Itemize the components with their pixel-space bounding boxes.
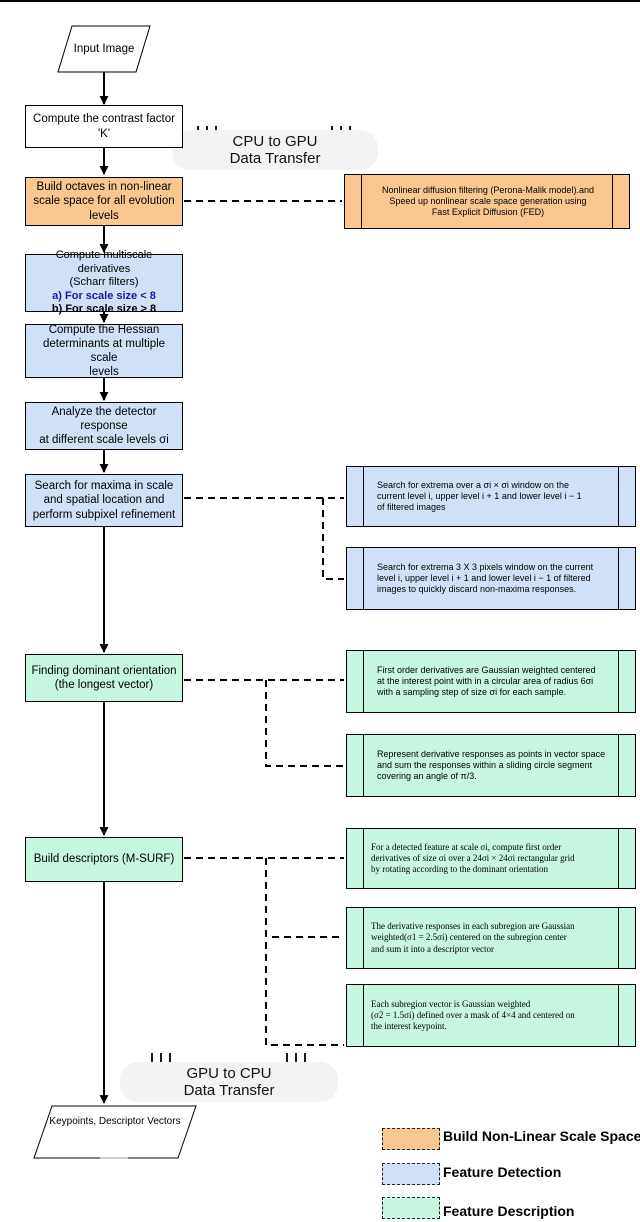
legend-swatch-scale-space [382,1128,440,1150]
cpu-gpu-transfer-label: CPU to GPU Data Transfer [229,132,321,167]
orientation-derivatives-note: First order derivatives are Gaussian wei… [346,650,636,713]
contrast-factor-box: Compute the contrast factor 'K' [25,105,183,148]
maxima-search-box: Search for maxima in scale and spatial l… [25,474,183,527]
legend-label-description: Feature Description [443,1203,575,1219]
descriptor-grid-note: For a detected feature at scale σi, comp… [346,828,636,889]
input-image-label: Input Image [73,43,135,55]
detector-response-box: Analyze the detector response at differe… [25,402,183,450]
fed-note: Nonlinear diffusion filtering (Perona-Ma… [344,174,630,229]
input-parallelogram [57,25,151,73]
output-parallelogram [33,1105,197,1159]
dash-orient-notes2 [265,680,344,767]
octaves-box: Build octaves in non-linear scale space … [25,177,183,226]
dash-desc-notes2 [265,858,344,1046]
legend-label-detection: Feature Detection [443,1164,562,1180]
output-label: Keypoints, Descriptor Vectors [49,1116,181,1127]
derivatives-option-a: a) For scale size < 8 [52,289,156,302]
top-rule [0,0,640,2]
legend-swatch-description [382,1197,440,1219]
legend-swatch-detection [382,1163,440,1185]
gpu-cpu-transfer-cloud: GPU to CPU Data Transfer [120,1062,338,1102]
gpu-cpu-transfer-label: GPU to CPU Data Transfer [183,1064,275,1099]
legend-label-scale-space: Build Non-Linear Scale Space [443,1128,640,1144]
orientation-vector-note: Represent derivative responses as points… [346,734,636,797]
extrema-3x3-note: Search for extrema 3 X 3 pixels window o… [346,547,636,610]
descriptors-box: Build descriptors (M-SURF) [25,837,183,882]
descriptor-weight-note: Each subregion vector is Gaussian weight… [346,984,636,1047]
hessian-box: Compute the Hessian determinants at mult… [25,324,183,378]
derivatives-box: Compute multiscale derivatives (Scharr f… [25,249,183,315]
descriptor-subregion-note: The derivative responses in each subregi… [346,907,636,969]
cpu-gpu-transfer-cloud: CPU to GPU Data Transfer [172,130,378,170]
dash-maxima-extrema2 [322,498,344,580]
dashed-connectors [184,200,344,1046]
extrema-window-note: Search for extrema over a σi × σi window… [346,466,636,527]
derivatives-option-b: b) For scale size > 8 [51,303,157,316]
orientation-box: Finding dominant orientation (the longes… [25,654,183,702]
